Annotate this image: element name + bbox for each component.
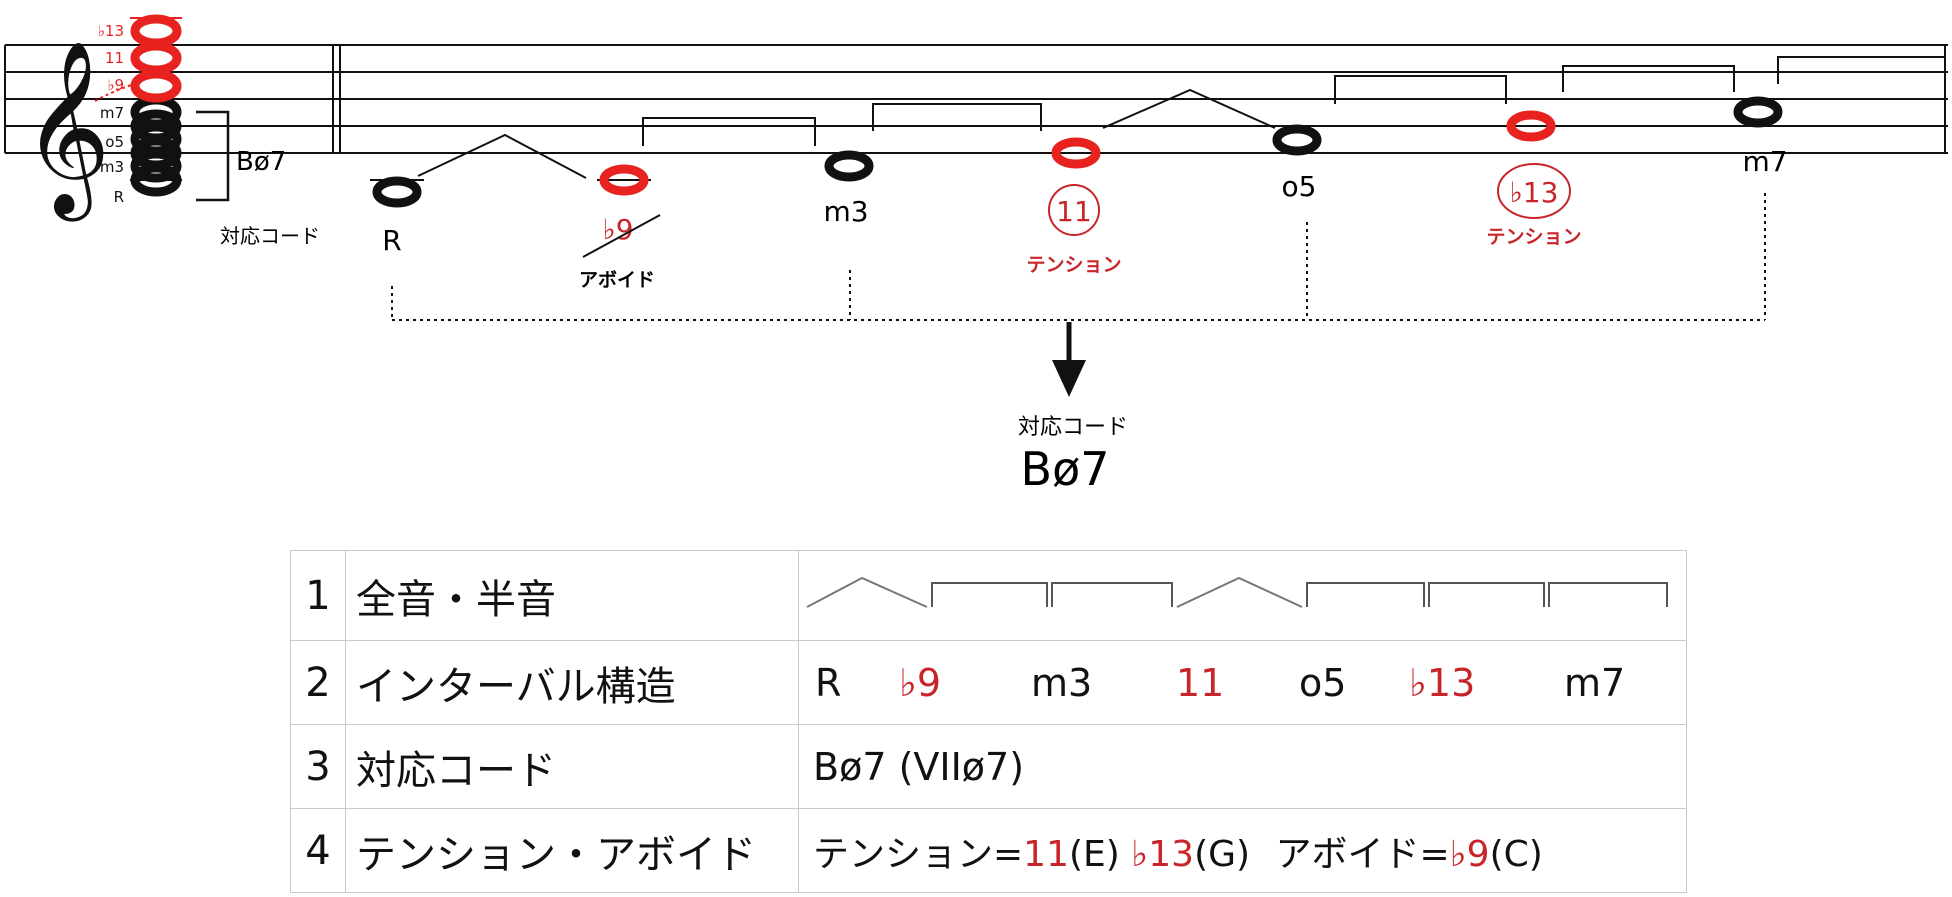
note-r: R: [370, 176, 424, 257]
row-number: 4: [290, 808, 346, 893]
interval-r: R: [815, 661, 842, 705]
pattern-whole-1: [806, 576, 928, 608]
row-label: インターバル構造: [345, 640, 799, 725]
svg-text:♭13: ♭13: [98, 22, 124, 40]
pattern-whole-2: [1176, 576, 1303, 608]
note-label-flat9: ♭9: [602, 213, 633, 246]
bracket-chord-label: Bø7: [236, 147, 286, 177]
note-label-o5: o5: [1282, 170, 1317, 203]
step-pattern: [806, 576, 1668, 608]
tension-circle-11: [1048, 184, 1100, 236]
step-half-5: [1777, 56, 1946, 84]
step-half-2: [872, 103, 1042, 131]
tension-label: テンション=: [813, 833, 1024, 875]
scale-notes: R ♭9 アボイド m3 11 テンション o5 ♭13 テンション: [370, 96, 1788, 291]
table-row: 3 対応コード Bø7 (VIIø7): [290, 724, 1687, 809]
step-whole-2: [1102, 88, 1276, 129]
step-half-4: [1562, 65, 1735, 92]
interval-sequence: R ♭9 m3 11 o5 ♭13 m7: [798, 640, 1687, 725]
table-row: 4 テンション・アボイド テンション=11(E) ♭13(G) アボイド=♭9(…: [290, 808, 1687, 893]
row-number: 1: [290, 550, 346, 641]
svg-text:11: 11: [105, 49, 124, 67]
note-label-r: R: [382, 224, 401, 257]
svg-text:♭9: ♭9: [107, 76, 124, 94]
step-half-3: [1334, 75, 1507, 104]
tension-2-note: (G): [1194, 833, 1251, 875]
tension-avoid-value: テンション=11(E) ♭13(G) アボイド=♭9(C): [798, 808, 1687, 893]
row-label: 全音・半音: [345, 550, 799, 641]
pattern-half-4: [1428, 582, 1545, 607]
tension-1: 11: [1023, 833, 1069, 875]
result-caption: 対応コード: [1018, 415, 1128, 440]
note-label-11: 11: [1056, 195, 1092, 228]
avoid-tag: アボイド: [579, 269, 655, 291]
staff-diagram: 𝄞 ♭13 11 ♭9 m7 o5 m3 R Bø7 対応コード R: [4, 14, 1948, 496]
chord-value: Bø7 (VIIø7): [798, 724, 1687, 809]
interval-m3: m3: [1031, 661, 1093, 705]
note-label-m7: m7: [1742, 145, 1787, 178]
interval-o5: o5: [1299, 661, 1347, 705]
tension-1-note: (E): [1068, 833, 1120, 875]
row-label: テンション・アボイド: [345, 808, 799, 893]
avoid-1: ♭9: [1449, 833, 1490, 875]
pattern-half-3: [1306, 582, 1425, 607]
tension-tag-flat13: テンション: [1486, 226, 1581, 248]
interval-flat13: ♭13: [1409, 661, 1476, 705]
note-flat9: ♭9 アボイド: [579, 164, 661, 291]
note-m7: m7: [1733, 96, 1788, 178]
pattern-half-1: [931, 582, 1048, 607]
pattern-half-5: [1548, 582, 1668, 607]
chord-bracket: [196, 110, 230, 202]
treble-clef-icon: 𝄞: [22, 40, 111, 222]
svg-text:o5: o5: [105, 133, 124, 151]
note-11: 11 テンション: [1026, 137, 1122, 276]
side-caption: 対応コード: [220, 224, 320, 248]
result-chord: Bø7: [1021, 442, 1110, 496]
note-flat13: ♭13 テンション: [1486, 110, 1582, 248]
svg-text:R: R: [114, 188, 124, 206]
tension-tag-11: テンション: [1026, 254, 1121, 276]
tension-circle-flat13: [1497, 163, 1571, 219]
avoid-label: アボイド=: [1275, 833, 1450, 875]
step-pattern-cell: [798, 550, 1687, 641]
stacked-chord: [94, 14, 182, 197]
grouping-bracket: [391, 193, 1766, 321]
tension-2: ♭13: [1131, 833, 1195, 875]
row-label: 対応コード: [345, 724, 799, 809]
step-whole-1: [417, 133, 587, 179]
note-label-flat13: ♭13: [1510, 176, 1559, 209]
table-row: 1 全音・半音: [290, 550, 1687, 641]
down-arrow-icon: [1052, 322, 1086, 397]
pattern-half-2: [1051, 582, 1173, 607]
step-marks: [417, 56, 1946, 179]
note-o5: o5: [1272, 124, 1322, 203]
svg-text:m3: m3: [100, 158, 124, 176]
svg-text:m7: m7: [100, 104, 124, 122]
summary-table: 1 全音・半音 2 インターバル構造 R ♭9 m3 11: [290, 550, 1687, 893]
table-row: 2 インターバル構造 R ♭9 m3 11 o5 ♭13 m7: [290, 640, 1687, 725]
note-label-m3: m3: [823, 195, 868, 228]
interval-m7: m7: [1564, 661, 1626, 705]
chord-degree-labels: ♭13 11 ♭9 m7 o5 m3 R: [98, 22, 124, 206]
avoid-strike: [582, 214, 661, 258]
row-number: 2: [290, 640, 346, 725]
staff-lines: [5, 44, 1948, 154]
row-number: 3: [290, 724, 346, 809]
interval-11: 11: [1176, 661, 1225, 705]
note-m3: m3: [823, 150, 874, 228]
avoid-1-note: (C): [1489, 833, 1543, 875]
step-half-1: [642, 117, 816, 146]
interval-flat9: ♭9: [899, 661, 942, 705]
